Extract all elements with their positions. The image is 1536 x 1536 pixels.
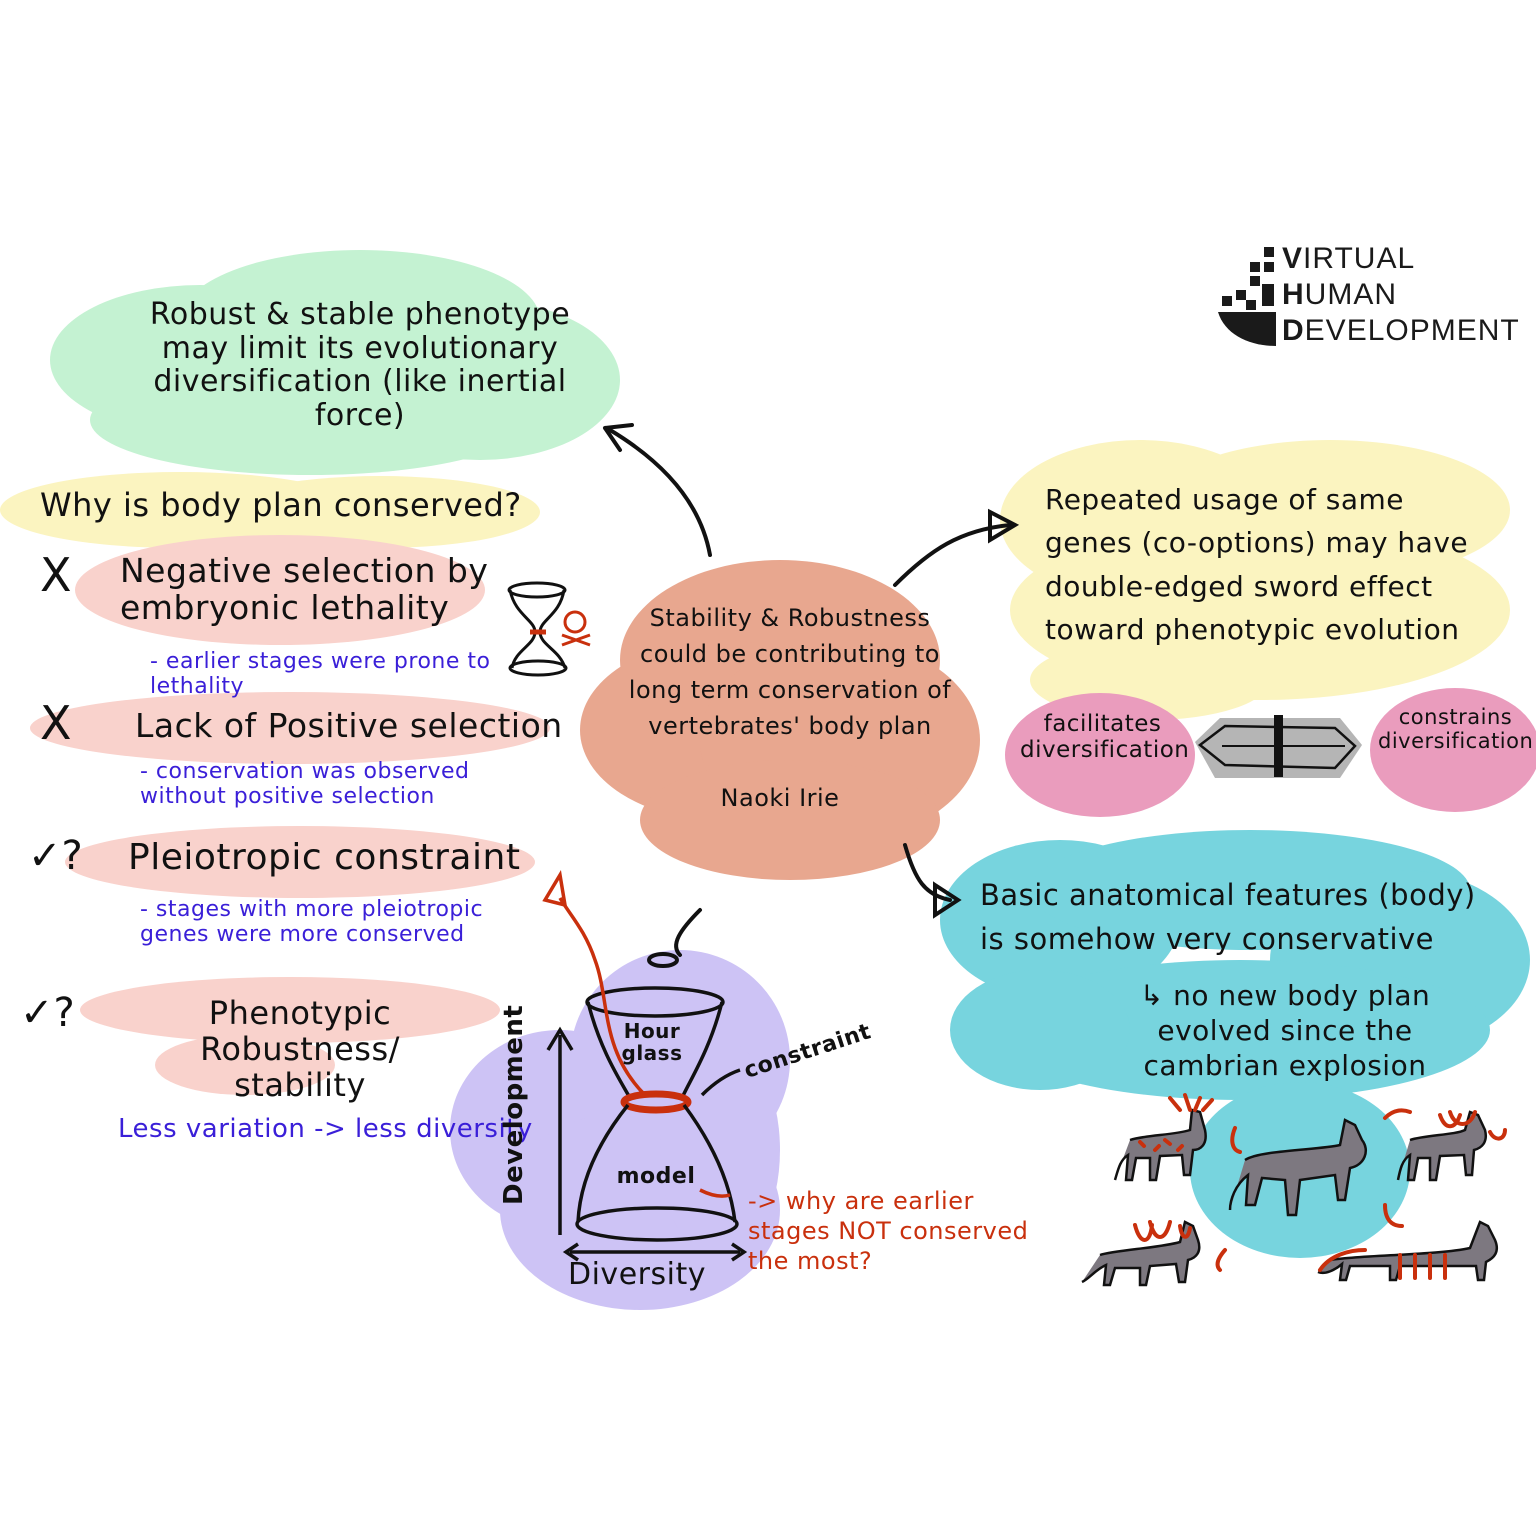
small-hourglass-icon [507,581,568,677]
hypothesis-1-mark: X [40,548,72,602]
logo-line-2: HUMAN [1282,278,1398,311]
facilitates-label: facilitates diversification [1020,711,1190,763]
y-axis-label: Development [499,1004,529,1205]
hypothesis-2-mark: X [40,696,72,750]
center-blob [580,560,980,880]
hourglass-diagram [546,986,748,1262]
logo-mark [1218,247,1276,346]
hypothesis-1-title: Negative selection by embryonic lethalit… [120,551,489,627]
center-author: Naoki Irie [720,784,840,812]
hypothesis-2-note: - conservation was observed without posi… [140,759,470,809]
hourglass-mid-label: model [616,1164,696,1189]
right-cyan-subtext: ↳ no new body plan evolved since the cam… [1139,979,1431,1082]
hypothesis-4-title: Phenotypic Robustness/ stability [200,994,400,1104]
hypothesis-3-note: - stages with more pleiotropic genes wer… [140,897,484,947]
constrains-label: constrains diversification [1378,705,1534,753]
hypothesis-3-title: Pleiotropic constraint [128,837,521,878]
logo-line-3: DEVELOPMENT [1282,314,1520,347]
animal-drawings [1081,1108,1499,1287]
sword-drawing [1195,715,1362,778]
hourglass-top-label: Hour glass [621,1019,683,1066]
red-arrow [542,870,731,1198]
top-green-text: Robust & stable phenotype may limit its … [149,297,571,433]
arrows [603,423,1020,968]
right-yellow-blob [1000,440,1510,720]
right-yellow-text: Repeated usage of same genes (co-options… [1045,483,1469,647]
yellow-band [0,472,540,548]
center-text: Stability & Robustness could be contribu… [628,604,952,740]
magenta-pills [1005,688,1536,817]
hypothesis-4-mark: ✓? [20,990,75,1036]
hypothesis-4-note: Less variation -> less diversity [118,1114,533,1144]
skull-icon [561,610,591,647]
hypothesis-3-mark: ✓? [28,833,83,879]
hypothesis-1-note: - earlier stages were prone to lethality [150,649,491,699]
pink-bands [30,535,550,1095]
right-cyan-text: Basic anatomical features (body) is some… [980,878,1476,956]
green-blob [50,250,620,475]
hourglass-question: -> why are earlier stages NOT conserved … [748,1187,1029,1275]
body-plan-question: Why is body plan conserved? [40,486,522,524]
x-axis-label: Diversity [568,1257,706,1292]
animal-red-markings [1133,1093,1507,1280]
logo-line-1: VIRTUAL [1282,242,1416,275]
hypothesis-2-title: Lack of Positive selection [135,706,563,745]
